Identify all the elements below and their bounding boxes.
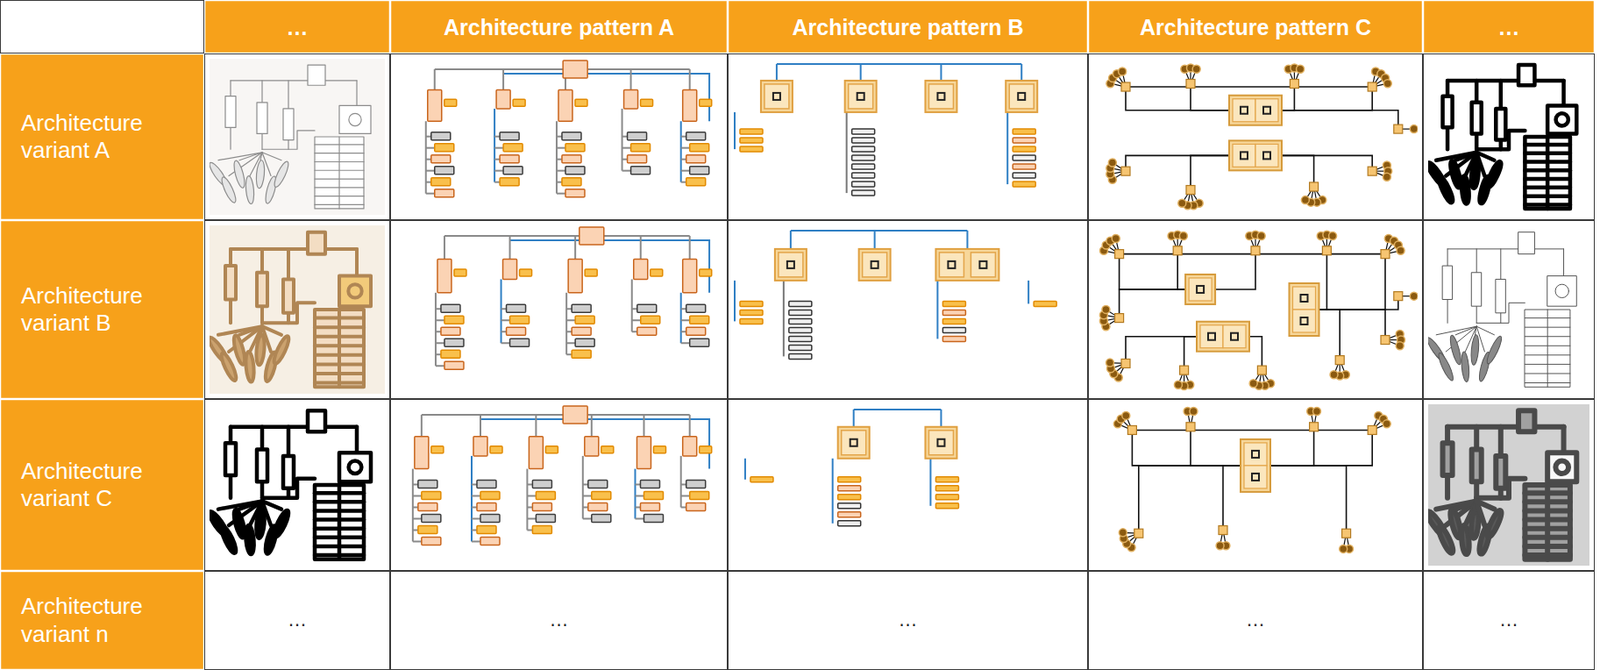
table-cell: Architecture variant C — [0, 398, 205, 571]
table-cell-ground — [728, 220, 1088, 399]
table-cell-ground — [728, 0, 1088, 54]
sketch-thumbnail — [1428, 404, 1590, 566]
table-cell-text: … — [1499, 608, 1519, 632]
table-cell: … — [204, 570, 391, 670]
table-cell: Architecture variant n — [0, 570, 205, 670]
tree-pattern-thumbnail — [435, 227, 712, 370]
component-pattern-thumbnail — [734, 64, 1038, 196]
row-header: Architecture variant B — [21, 282, 198, 337]
sketch-thumbnail — [209, 225, 385, 394]
table-cell: … — [727, 570, 1088, 670]
component-pattern-thumbnail — [734, 230, 1057, 359]
table-cell: Architecture variant A — [0, 53, 205, 221]
row-header: Architecture variant C — [21, 457, 198, 512]
table-cell-ground — [0, 220, 205, 399]
table-cell-ground — [0, 0, 205, 54]
table-cell-ground — [391, 399, 728, 571]
sketch-thumbnail — [1428, 64, 1577, 209]
tree-pattern-thumbnail — [412, 405, 712, 545]
table-cell-ground — [1088, 54, 1423, 221]
table-cell-ground — [205, 0, 391, 54]
table-cell-ground — [1088, 399, 1423, 571]
table-cell-ground — [1423, 220, 1595, 399]
table-cell-ground — [1423, 54, 1595, 221]
column-header: Architecture pattern C — [1139, 14, 1372, 41]
table-cell-ground — [391, 220, 728, 399]
table-cell: … — [1422, 570, 1595, 670]
table-cell: Architecture pattern B — [727, 0, 1088, 54]
tree-pattern-thumbnail — [426, 60, 712, 198]
table-cell-ground — [1423, 571, 1595, 670]
table-cell-ground — [728, 571, 1088, 670]
column-header: … — [1498, 14, 1521, 41]
network-pattern-thumbnail — [1106, 64, 1418, 210]
table-cell-text: … — [549, 608, 569, 632]
component-pattern-thumbnail — [745, 409, 959, 527]
table-cell-ground — [205, 220, 391, 399]
table-cell-ground — [728, 54, 1088, 221]
table-cell: … — [1422, 0, 1595, 54]
table-cell-ground — [728, 399, 1088, 571]
table-cell-ground — [205, 54, 391, 221]
table-cell-ground — [391, 0, 728, 54]
table-cell-ground — [0, 54, 205, 221]
table-cell-text: … — [1245, 608, 1266, 632]
sketch-thumbnail — [209, 410, 371, 559]
table-cell: … — [204, 0, 391, 54]
table-cell-ground — [0, 571, 205, 670]
table-cell: Architecture variant B — [0, 220, 205, 399]
table-cell: … — [390, 570, 728, 670]
network-pattern-thumbnail — [1099, 230, 1418, 390]
table-cell-text: … — [898, 608, 918, 632]
table-cell-ground — [205, 571, 391, 670]
row-header: Architecture variant n — [21, 592, 198, 648]
column-header: … — [286, 14, 309, 41]
table-cell-ground — [1088, 0, 1423, 54]
row-header: Architecture variant A — [21, 109, 198, 164]
network-pattern-thumbnail — [1113, 407, 1391, 554]
column-header: Architecture pattern B — [792, 14, 1024, 41]
table-cell-ground — [391, 571, 728, 670]
table-cell: Architecture pattern A — [390, 0, 728, 54]
table-cell: Architecture pattern C — [1088, 0, 1423, 54]
table-cell-ground — [1423, 0, 1595, 54]
table-cell-ground — [0, 399, 205, 571]
sketch-thumbnail — [1428, 232, 1577, 388]
sketch-thumbnail — [209, 58, 385, 215]
table-cell-ground — [1088, 220, 1423, 399]
table-cell-ground — [1423, 399, 1595, 571]
column-header: Architecture pattern A — [443, 14, 675, 41]
table-cell-ground — [205, 399, 391, 571]
table-cell-text: … — [287, 608, 307, 632]
table-cell: … — [1088, 570, 1423, 670]
table-cell-ground — [1088, 571, 1423, 670]
table-cell-ground — [391, 54, 728, 221]
